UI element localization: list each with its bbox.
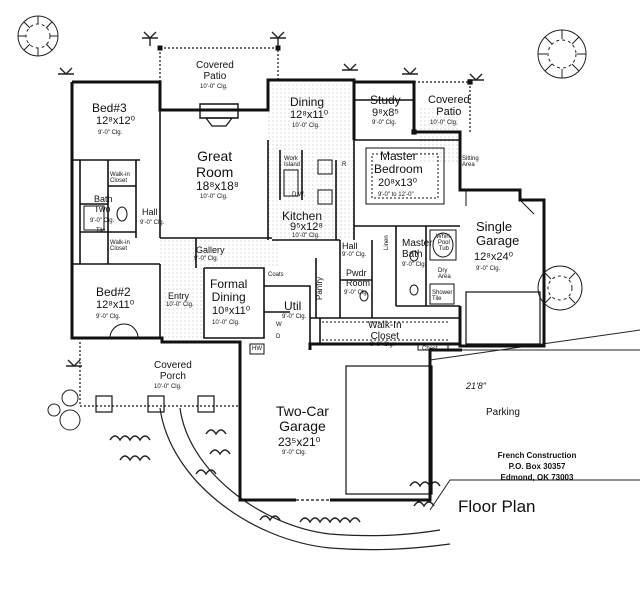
room-name-pantry: Pantry (315, 276, 324, 300)
label-d: D (276, 334, 281, 340)
covered-porch (79, 342, 240, 413)
room-size-dining: 12⁸x11⁰ (290, 109, 329, 121)
room-ceiling-pwdr-room: 9'-0" Clg. (344, 290, 369, 296)
room-name-master-bedroom: Master Bedroom (374, 149, 423, 176)
room-ceiling-covered-porch: 10'-0" Clg. (154, 384, 182, 390)
label-r: R (342, 162, 347, 168)
bath-fixtures (83, 205, 419, 302)
label-w: W (276, 322, 282, 328)
room-name-covered-porch: Covered Porch (154, 360, 192, 382)
room-ceiling-hall-mid: 9'-0" Clg. (342, 252, 367, 258)
room-name-gallery: Gallery (196, 245, 225, 255)
room-name-covered-patio-right: Covered Patio (428, 94, 470, 118)
room-size-bed2: 12⁸x11⁰ (96, 299, 135, 311)
room-size-master-bedroom: 20⁸x13⁰ (378, 177, 418, 189)
plan-title: Floor Plan (458, 497, 536, 516)
room-ceiling-gallery: 9'-0" Clg. (194, 256, 219, 262)
room-size-formal-dining: 10⁸x11⁰ (212, 305, 251, 317)
room-size-great-room: 18⁸x18⁸ (196, 179, 239, 193)
room-ceiling-walk-in-closet: 9'-0" Clg. (370, 342, 395, 348)
room-name-two-car-garage: Two-Car Garage (276, 403, 329, 434)
room-ceiling-single-garage: 9'-0" Clg. (476, 266, 501, 272)
room-name-walk-in-closet: Walk-In Closet (368, 320, 402, 342)
door-swings (109, 190, 535, 339)
kitchen-fixtures (283, 159, 333, 205)
label-linen: Linen (384, 235, 390, 250)
address-block: French Construction P.O. Box 30357 Edmon… (462, 450, 612, 483)
room-name-formal-dining: Formal Dining (210, 277, 248, 304)
room-ceiling-covered-patio-right: 10'-0" Clg. (430, 120, 458, 126)
tile-floors (160, 80, 460, 338)
label-shower: Shower Tile (432, 290, 453, 302)
label-whirlpool: Whirl- Pool Tub (436, 234, 452, 252)
address-line-2: P.O. Box 30357 (508, 462, 566, 471)
room-size-single-garage: 12⁸x24⁰ (474, 251, 514, 263)
room-size-study: 9⁸x8⁵ (372, 107, 399, 119)
room-ceiling-dining: 10'-0" Clg. (292, 123, 320, 129)
room-name-study: Study (370, 93, 401, 107)
room-name-hall-left: Hall (142, 207, 158, 217)
room-ceiling-kitchen: 10'-0" Clg. (292, 233, 320, 239)
room-ceiling-bed2: 9'-0" Clg. (96, 314, 121, 320)
room-size-two-car-garage: 23⁵x21⁰ (278, 435, 321, 449)
whirlpool-tub (429, 229, 457, 261)
room-name-pwdr-room: Pwdr Room (346, 268, 371, 288)
tray-ceiling (365, 147, 445, 205)
room-name-hall-mid: Hall (342, 241, 358, 251)
room-ceiling-master-bedroom: 9'-0" to 12'-0" (378, 192, 414, 198)
room-ceiling-entry: 10'-0" Clg. (166, 302, 194, 308)
room-ceiling-hall-left: 9'-0" Clg. (140, 220, 165, 226)
tree-top-right (537, 29, 587, 79)
label-walk-in-closet-a: Walk-in Closet (110, 172, 130, 184)
interior-walls (72, 99, 460, 350)
garage-doors (296, 291, 541, 501)
covered-patio-top (157, 45, 281, 127)
handwritten-annotation: 21'8" (466, 381, 486, 391)
closet-details (249, 321, 450, 355)
tree-right (537, 265, 583, 311)
room-name-parking: Parking (486, 407, 520, 418)
label-walk-in-closet-b: Walk-in Closet (110, 240, 130, 252)
room-name-kitchen: Kitchen (282, 209, 323, 223)
exterior-walls (70, 78, 546, 502)
room-ceiling-two-car-garage: 9'-0" Clg. (282, 450, 307, 456)
room-name-entry: Entry (168, 291, 190, 301)
room-name-bed2: Bed#2 (96, 285, 131, 299)
address-line-1: French Construction (497, 451, 577, 460)
room-name-sitting-area: Sitting Area (462, 156, 479, 168)
room-size-kitchen: 9⁵x12⁸ (290, 221, 324, 233)
room-size-bed3: 12⁸x12⁰ (96, 115, 136, 127)
room-ceiling-master-bath: 9'-0" Clg. (402, 262, 427, 268)
covered-patio-right (411, 79, 473, 135)
room-ceiling-great-room: 10'-0" Clg. (200, 194, 228, 200)
room-ceiling-formal-dining: 10'-0" Clg. (212, 320, 240, 326)
room-name-dining: Dining (290, 95, 325, 109)
label-dw: D.W. (292, 192, 305, 198)
label-work-island: Work Island (284, 156, 301, 168)
room-name-single-garage: Single Garage (476, 219, 520, 248)
room-ceiling-covered-patio-top: 10'-0" Clg. (200, 84, 228, 90)
room-name-bath-two: Bath Two (94, 194, 113, 214)
room-ceiling-util: 9'-0" Clg. (282, 314, 307, 320)
tree-top-left (17, 15, 59, 57)
room-name-great-room: Great Room (196, 148, 234, 180)
label-hw: HW (252, 346, 262, 352)
room-ceiling-bed3: 9'-0" Clg. (98, 130, 123, 136)
address-line-3: Edmond, OK 73003 (500, 473, 574, 482)
label-chest: Chest (422, 346, 438, 352)
label-dry-area: Dry Area (438, 268, 451, 280)
label-coats: Coats (268, 272, 284, 278)
room-ceiling-bath-two: 9'-0" Clg. (90, 218, 115, 224)
room-name-util: Util (284, 299, 302, 313)
shower (429, 283, 455, 305)
label-tile: Tile (96, 228, 106, 234)
room-name-master-bath: Master Bath (402, 238, 433, 260)
room-ceiling-study: 9'-0" Clg. (372, 120, 397, 126)
room-name-covered-patio-top: Covered Patio (196, 60, 234, 82)
room-name-bed3: Bed#3 (92, 101, 127, 115)
